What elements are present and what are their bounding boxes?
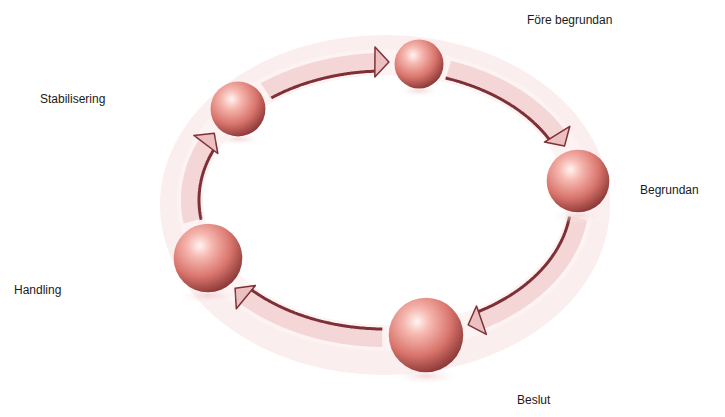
sphere-shape	[173, 223, 243, 293]
stage-sphere: Stabilisering	[210, 81, 266, 137]
sphere-body	[210, 82, 265, 137]
arrow-head	[468, 306, 486, 334]
arrow-rim	[446, 78, 550, 140]
arrow-rim	[199, 147, 215, 220]
arrow-rim	[251, 290, 382, 330]
stage-sphere: Beslut	[388, 297, 464, 373]
ring-base	[190, 62, 580, 338]
sphere-body	[388, 298, 462, 372]
stage-label: Beslut	[517, 393, 550, 407]
sphere-shape	[546, 149, 610, 213]
sphere-body	[174, 224, 243, 293]
cycle-arrow	[266, 47, 389, 98]
ring-shadow	[180, 55, 590, 355]
arrow-band	[245, 296, 383, 338]
cycle-arrow	[235, 286, 382, 338]
arrow-rim	[271, 71, 377, 98]
stage-label: Före begrundan	[527, 13, 612, 27]
arrow-rim	[476, 217, 570, 313]
arrow-head	[194, 133, 218, 153]
sphere-shape	[394, 39, 444, 89]
sphere-body	[547, 149, 610, 212]
arrow-band	[449, 70, 558, 136]
sphere-shape	[210, 81, 266, 137]
stage-label: Stabilisering	[40, 92, 105, 106]
stage-sphere: Begrundan	[546, 149, 610, 213]
arrow-head	[375, 47, 389, 77]
cycle-arrow	[190, 133, 218, 221]
sphere-body	[394, 40, 443, 89]
stage-label: Handling	[14, 283, 61, 297]
cycle-arrow	[446, 70, 570, 147]
arrow-head	[544, 126, 569, 146]
stage-sphere: Handling	[173, 223, 243, 293]
arrow-band	[266, 62, 377, 91]
cycle-arrow	[468, 217, 578, 335]
stage-sphere: Före begrundan	[394, 39, 444, 89]
sphere-shape	[388, 297, 464, 373]
stage-label: Begrundan	[640, 183, 699, 197]
